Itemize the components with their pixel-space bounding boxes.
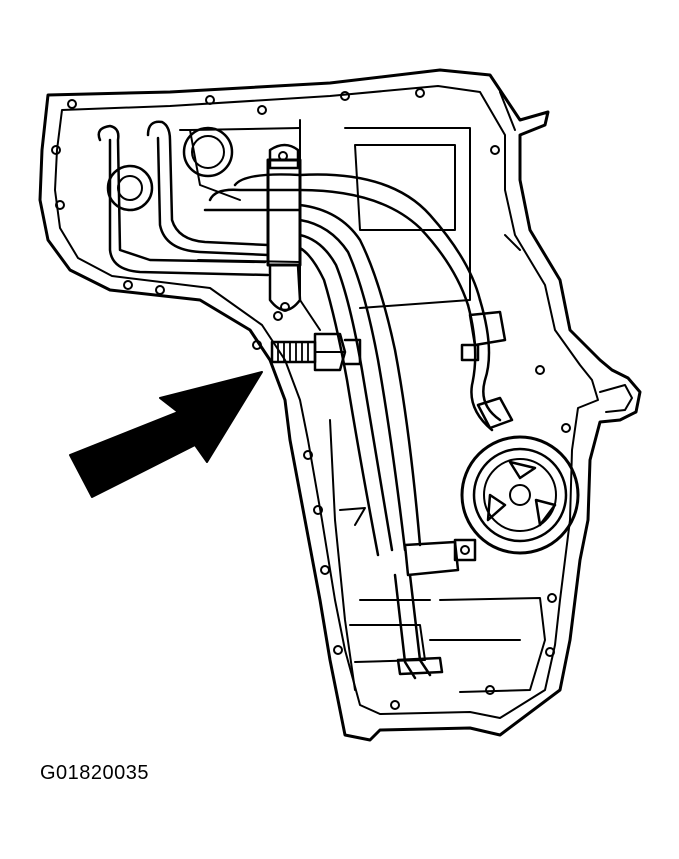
round-bosses (106, 126, 234, 212)
edge-detail (499, 91, 521, 251)
output-shaft-seal (460, 435, 580, 555)
line-bracket (266, 143, 302, 312)
technical-illustration (38, 68, 642, 742)
fittings (396, 310, 514, 676)
housing-outline (38, 68, 642, 742)
pointer-arrow (69, 371, 263, 498)
threaded-plug (270, 332, 362, 372)
figure-caption: G01820035 (40, 762, 150, 784)
bolt-holes (51, 88, 571, 710)
fluid-lines (97, 120, 502, 680)
